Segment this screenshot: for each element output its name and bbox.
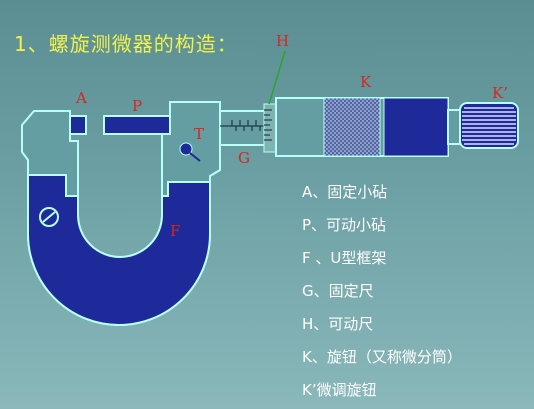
u-frame-lower bbox=[27, 174, 211, 326]
sleeve-ticks bbox=[231, 120, 261, 131]
legend-item: G、固定尺 bbox=[302, 282, 374, 300]
parts-legend: A、固定小砧 P、可动小砧 F 、U型框架 G、固定尺 H、可动尺 K、旋钮（又… bbox=[302, 176, 462, 407]
thimble-h bbox=[263, 103, 277, 153]
lock-knob-icon bbox=[179, 142, 193, 156]
legend-item: H、可动尺 bbox=[302, 315, 374, 333]
label-a: A bbox=[75, 89, 87, 107]
label-t: T bbox=[194, 125, 204, 143]
label-k: K bbox=[360, 73, 372, 91]
ratchet-housing bbox=[383, 97, 449, 157]
h-pointer bbox=[268, 50, 286, 105]
label-f: F bbox=[170, 222, 180, 240]
spindle-p bbox=[103, 115, 171, 135]
anvil-a bbox=[69, 115, 87, 135]
knurled-section bbox=[323, 97, 381, 157]
label-k-prime: K’ bbox=[492, 84, 508, 102]
ratchet-stripes bbox=[462, 107, 516, 145]
ratchet-knob bbox=[459, 102, 519, 149]
legend-item: F 、U型框架 bbox=[302, 249, 387, 267]
ratchet-neck bbox=[447, 109, 461, 145]
legend-item: A、固定小砧 bbox=[302, 183, 388, 201]
page-title: 1、螺旋测微器的构造： bbox=[14, 32, 238, 56]
label-h: H bbox=[276, 32, 289, 50]
label-p: P bbox=[132, 97, 142, 115]
legend-item: P、可动小砧 bbox=[302, 216, 387, 234]
thimble-ticks bbox=[264, 109, 272, 141]
legend-item: K、旋钮（又称微分筒） bbox=[302, 348, 462, 366]
legend-item: K’微调旋钮 bbox=[302, 381, 377, 399]
label-g: G bbox=[238, 149, 250, 167]
